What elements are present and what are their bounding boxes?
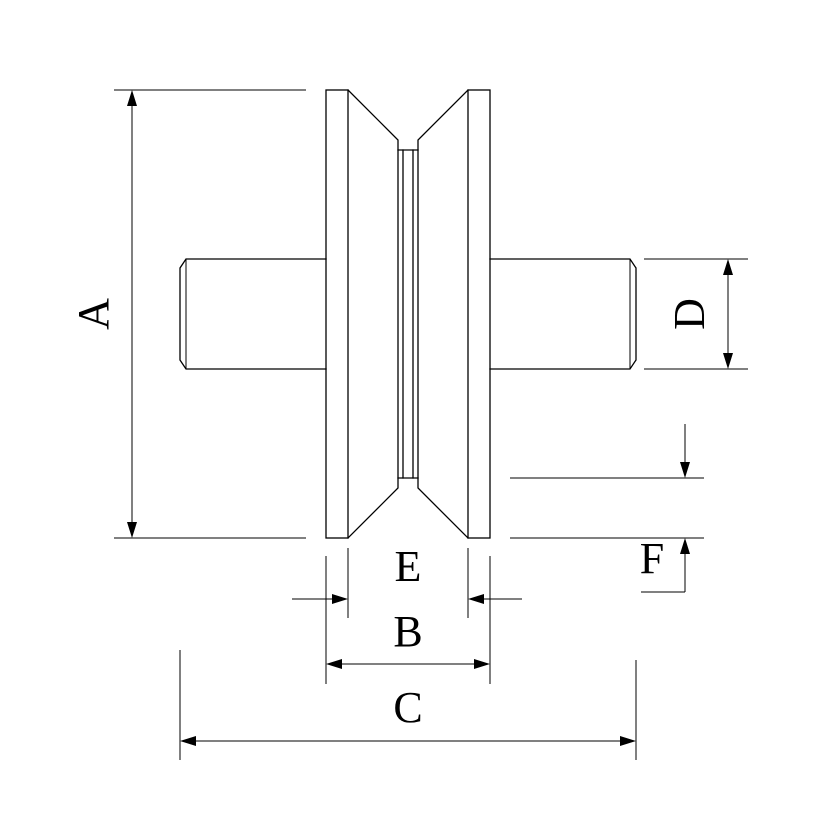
groove-left-wall <box>347 89 399 539</box>
label-a: A <box>69 298 118 330</box>
label-f: F <box>640 534 664 583</box>
shaft <box>179 258 637 370</box>
groove-right-wall <box>417 89 469 539</box>
dimension-d: D <box>644 258 748 370</box>
dimension-c: C <box>179 650 637 760</box>
wheel <box>325 89 491 539</box>
dimension-e: E <box>292 542 522 618</box>
label-c: C <box>393 683 422 732</box>
dimension-a: A <box>69 89 306 539</box>
dimension-b: B <box>325 556 491 684</box>
label-b: B <box>393 607 422 656</box>
dimension-f: F <box>510 424 704 593</box>
label-e: E <box>395 542 422 591</box>
shaft-right <box>489 258 637 370</box>
left-flange <box>325 89 349 539</box>
shaft-left <box>179 258 327 370</box>
label-d: D <box>665 298 714 330</box>
right-flange <box>467 89 491 539</box>
